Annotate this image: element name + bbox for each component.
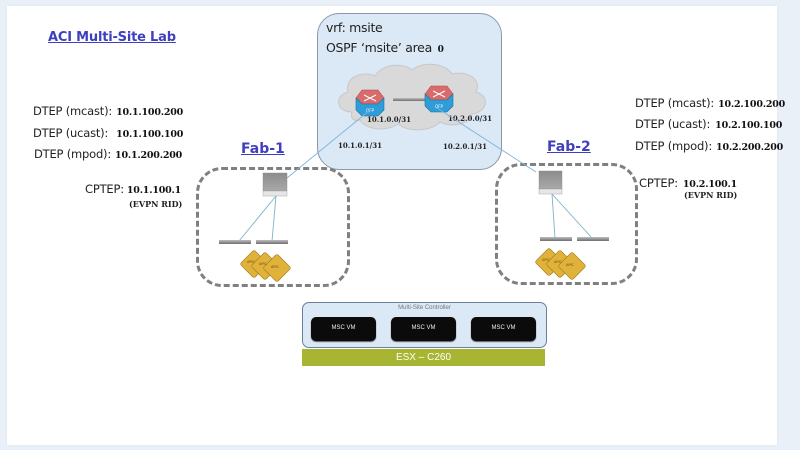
apic-label: APIC [271,265,280,269]
fab2-apic-cluster: APIC APIC APIC [535,248,586,280]
subnet-right-inner: 10.2.0.0/31 [448,114,492,123]
cptep-label: CPTEP: [85,182,124,196]
msc-vm: MSC VM [311,317,376,341]
inter-router-link [393,98,426,101]
ospf-area: OSPF ‘msite’ area 0 [326,40,444,55]
fab2-link-leaf1 [551,193,556,239]
router-label: QFP [435,104,443,109]
dtep-label: DTEP (mpod): [34,147,112,161]
msc-title: Multi-Site Controller [398,305,451,311]
fab1-box [196,167,350,287]
subnet-left-inner: 10.1.0.0/31 [367,115,411,124]
apic-label: APIC [259,262,268,266]
dtep-value: 10.1.100.200 [116,107,184,118]
router-label: QFP [366,108,374,113]
apic-label: APIC [542,258,551,262]
fab2-evpn-rid: (EVPN RID) [684,190,738,200]
fab1-leaf-switch [256,240,288,244]
fab1-link-leaf2 [271,195,277,242]
apic-label: APIC [554,260,563,264]
dtep-label: DTEP (ucast): [635,117,711,131]
fab2-box [495,163,638,285]
fab2-leaf-switch [577,237,609,241]
msc-cluster: Multi-Site Controller MSC VM MSC VM MSC … [302,302,547,348]
dtep-label: DTEP (ucast): [33,126,109,140]
fab2-spine-switch [538,170,563,195]
slide-title: ACI Multi-Site Lab [48,30,176,45]
fab1-cptep: CPTEP:10.1.100.1 [85,182,181,196]
vrf-name: vrf: msite [326,20,383,35]
fab1-dtep-ucast: DTEP (ucast): 10.1.100.100 [33,126,183,140]
fab1-dtep-mpod: DTEP (mpod):10.1.200.200 [34,147,182,161]
fab1-dtep-mcast: DTEP (mcast):10.1.100.200 [33,104,183,118]
fab1-apic-cluster: APIC APIC APIC [240,250,291,282]
fab2-cptep: CPTEP: 10.2.100.1 [639,176,737,190]
dtep-value: 10.1.100.100 [116,129,184,140]
esx-host-bar: ESX – C260 [302,349,545,366]
dtep-value: 10.2.200.200 [716,142,784,153]
subnet-right-outer: 10.2.0.1/31 [443,142,487,151]
fab2-dtep-ucast: DTEP (ucast): 10.2.100.100 [635,117,782,131]
ospf-label: OSPF ‘msite’ area [326,40,432,55]
msc-vm: MSC VM [471,317,536,341]
fab2-dtep-mcast: DTEP (mcast):10.2.100.200 [635,96,785,110]
fab1-link-leaf1 [238,195,277,242]
dtep-label: DTEP (mpod): [635,139,713,153]
msc-vm: MSC VM [391,317,456,341]
router-icon: QFP [424,85,454,113]
dtep-value: 10.1.200.200 [115,150,183,161]
fab2-link-leaf2 [551,193,593,239]
cptep-label: CPTEP: [639,176,678,190]
dtep-value: 10.2.100.100 [715,120,783,131]
apic-label: APIC [247,260,256,264]
fab2-uplink [436,107,537,173]
dtep-value: 10.2.100.200 [718,99,786,110]
cptep-value: 10.1.100.1 [126,185,182,196]
dtep-label: DTEP (mcast): [635,96,715,110]
fab1-leaf-switch [219,240,251,244]
fab2-leaf-switch [540,237,572,241]
fab2-dtep-mpod: DTEP (mpod):10.2.200.200 [635,139,783,153]
router-icon: QFP [355,89,385,117]
subnet-left-outer: 10.1.0.1/31 [338,141,382,150]
cptep-value: 10.2.100.1 [682,179,738,190]
apic-label: APIC [566,263,575,267]
fab1-spine-switch [262,172,288,197]
dtep-label: DTEP (mcast): [33,104,113,118]
fab1-label: Fab-1 [241,141,285,157]
fab1-uplink [286,109,371,179]
ospf-area-value: 0 [437,45,444,55]
fab1-evpn-rid: (EVPN RID) [129,199,183,209]
fab2-label: Fab-2 [547,139,591,155]
